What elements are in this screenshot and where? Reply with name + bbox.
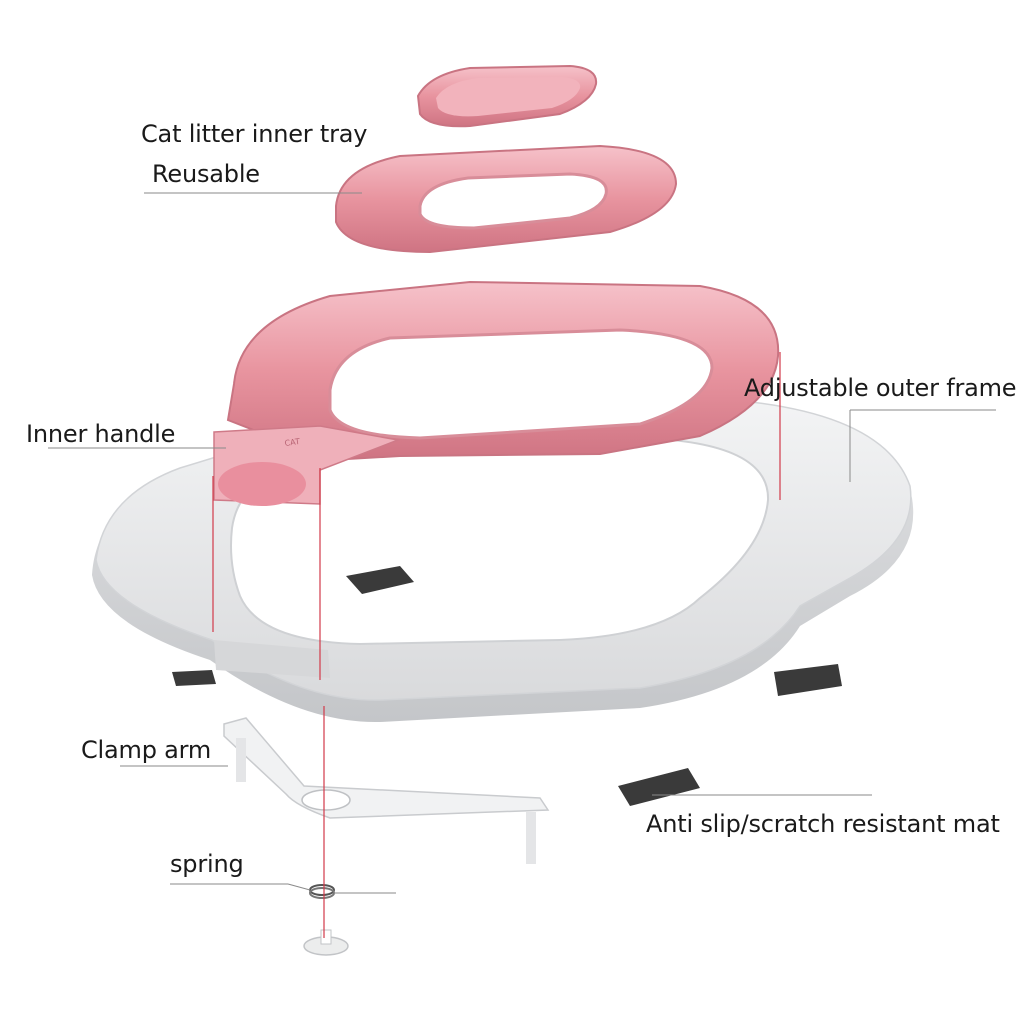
anti-slip-mats	[172, 566, 842, 806]
label-reusable: Reusable	[152, 160, 260, 188]
label-anti-slip-mat: Anti slip/scratch resistant mat	[646, 810, 1000, 838]
reusable-tray-ring	[335, 144, 678, 254]
label-clamp-arm: Clamp arm	[81, 736, 212, 764]
label-outer-frame: Adjustable outer frame	[744, 374, 1017, 402]
small-inner-tray	[416, 64, 598, 128]
mat-piece	[774, 664, 842, 696]
large-inner-tray	[226, 280, 780, 462]
label-inner-handle: Inner handle	[26, 420, 176, 448]
mat-piece	[346, 566, 414, 594]
mat-piece	[172, 670, 216, 686]
leader-lines	[48, 192, 996, 894]
label-inner-tray: Cat litter inner tray	[141, 120, 368, 148]
spring-assembly	[303, 884, 349, 956]
mat-piece	[618, 768, 700, 806]
guide-lines	[212, 352, 781, 938]
clamp-arm	[223, 717, 550, 864]
handle-emboss-text: CAT	[284, 437, 301, 448]
label-spring: spring	[170, 850, 244, 878]
